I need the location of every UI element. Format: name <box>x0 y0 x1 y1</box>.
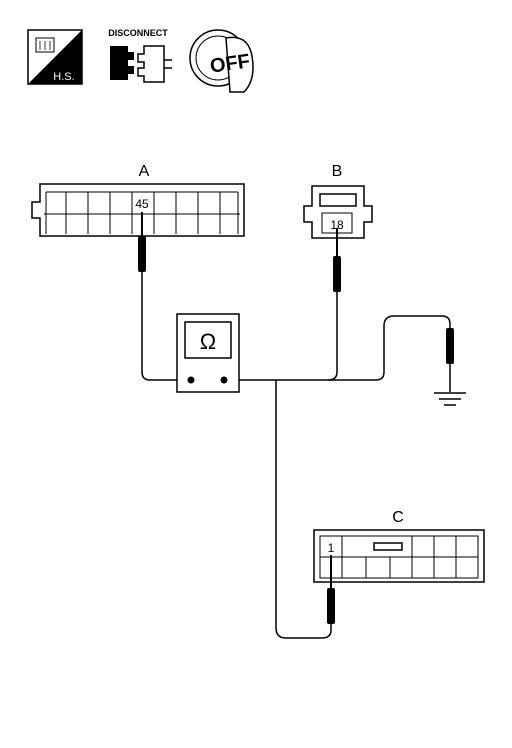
probe-b <box>333 228 341 292</box>
connector-c: C 1 <box>313 509 485 583</box>
hs-label: H.S. <box>53 71 74 83</box>
connector-a-pin: 45 <box>135 197 149 211</box>
ohmmeter: Ω <box>176 313 240 393</box>
connector-b-label: B <box>332 163 343 180</box>
probe-c <box>327 555 335 624</box>
connector-c-label: C <box>392 509 404 526</box>
ohm-symbol: Ω <box>200 329 216 354</box>
connector-b-pin: 18 <box>330 218 344 232</box>
harness-side-icon: H.S. <box>27 29 83 85</box>
disconnect-label: DISCONNECT <box>108 28 168 38</box>
ignition-off-icon: OFF <box>189 29 254 93</box>
meter-terminal-left <box>187 376 195 384</box>
probe-a <box>138 212 146 272</box>
disconnect-icon: DISCONNECT <box>108 28 172 83</box>
connector-a-label: A <box>139 163 150 180</box>
meter-terminal-right <box>220 376 228 384</box>
ground-symbol <box>434 392 466 406</box>
wiring <box>141 272 451 639</box>
probe-ground <box>446 328 454 392</box>
connector-b: B 18 <box>303 163 373 239</box>
connector-a: A 45 <box>31 163 245 237</box>
connector-c-pin: 1 <box>328 541 335 555</box>
